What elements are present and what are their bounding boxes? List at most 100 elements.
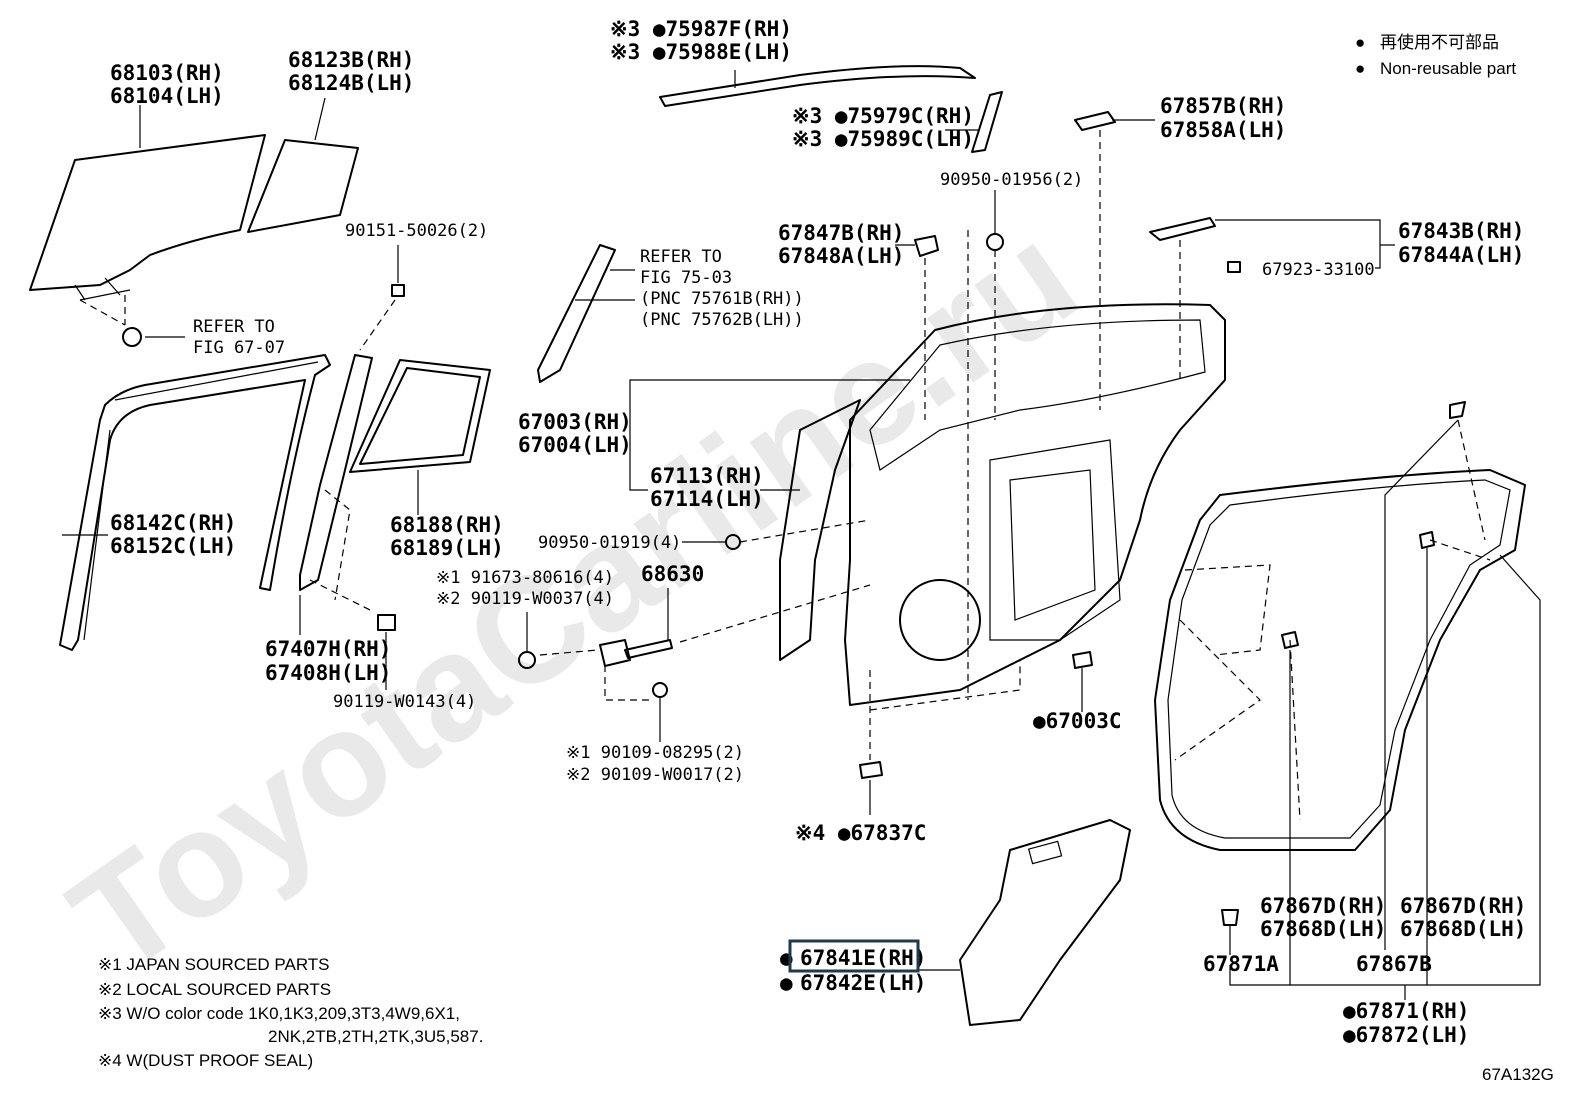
note-4: ※4 W(DUST PROOF SEAL): [98, 1051, 313, 1070]
label-refer-7503-a[interactable]: REFER TO: [640, 247, 722, 267]
label-67872[interactable]: ●67872(LH): [1343, 1023, 1469, 1047]
pillar-garnish-drawing: [537, 244, 616, 383]
label-67847b[interactable]: 67847B(RH): [778, 221, 904, 245]
label-90151[interactable]: 90151-50026(2): [345, 221, 488, 241]
legend-nonreusable-en: Non-reusable part: [1380, 59, 1516, 78]
door-glass-drawing: [29, 134, 266, 291]
door-panel-inner: [869, 319, 1206, 471]
label-67867d-b[interactable]: 67867D(RH): [1400, 894, 1526, 918]
label-68124b[interactable]: 68124B(LH): [288, 71, 414, 95]
label-67841e[interactable]: 67841E(RH): [800, 946, 926, 970]
part-labels: ※3 ●75987F(RH) ※3 ●75988E(LH) ※3 ●75979C…: [110, 17, 1526, 1047]
label-68123b[interactable]: 68123B(RH): [288, 48, 414, 72]
label-67867b[interactable]: 67867B: [1356, 952, 1432, 976]
clip-67867b: [1449, 401, 1466, 419]
label-68630[interactable]: 68630: [641, 562, 704, 586]
clip-67923: [1227, 261, 1241, 273]
label-75979c[interactable]: ※3 ●75979C(RH): [792, 104, 974, 128]
label-68142c[interactable]: 68142C(RH): [110, 511, 236, 535]
division-bar-dash: [309, 299, 396, 611]
door-glass-brackets: [74, 277, 131, 301]
label-68152c[interactable]: 68152C(LH): [110, 534, 236, 558]
weatherstrip-drawing: [1154, 469, 1526, 851]
label-67408h[interactable]: 67408H(LH): [265, 661, 391, 685]
label-90950-01919[interactable]: 90950-01919(4): [538, 533, 681, 553]
clip-67871a: [1221, 909, 1239, 926]
door-bottom-dash: [869, 660, 1021, 760]
bolt-90109: [652, 682, 668, 698]
label-90950-01956[interactable]: 90950-01956(2): [940, 170, 1083, 190]
label-67857b[interactable]: 67857B(RH): [1160, 94, 1286, 118]
weatherstrip-retainer-dash: [1174, 539, 1491, 821]
belt-molding-drawing: [659, 65, 976, 107]
door-check-drawing: [599, 639, 673, 667]
footnotes: ※1 JAPAN SOURCED PARTS ※2 LOCAL SOURCED …: [98, 955, 483, 1070]
label-67113[interactable]: 67113(RH): [650, 464, 764, 488]
label-75987f[interactable]: ※3 ●75987F(RH): [610, 17, 792, 41]
frame-bracket-drawing: [1074, 111, 1116, 131]
clip-67867b-dash: [1457, 419, 1486, 541]
label-67842e[interactable]: 67842E(LH): [800, 971, 926, 995]
label-90109-w0017[interactable]: ※2 90109-W0017(2): [566, 765, 744, 785]
pillar-molding-drawing: [971, 91, 1003, 153]
label-67871a[interactable]: 67871A: [1203, 952, 1279, 976]
glass-bolt: [122, 327, 142, 347]
leader-67867b: [1384, 419, 1459, 950]
seal-67837c-drawing: [859, 761, 883, 779]
label-67848a[interactable]: 67848A(LH): [778, 244, 904, 268]
note-3a: ※3 W/O color code 1K0,1K3,209,3T3,4W9,6X…: [98, 1004, 460, 1023]
rail-67843b-drawing: [1149, 217, 1216, 241]
label-67858a[interactable]: 67858A(LH): [1160, 118, 1286, 142]
label-67867d-a[interactable]: 67867D(RH): [1260, 894, 1386, 918]
bullet-67842e: ●: [780, 971, 793, 995]
label-refer-7503-b[interactable]: FIG 75-03: [640, 268, 732, 288]
label-refer-6707-b[interactable]: FIG 67-07: [193, 338, 285, 358]
door-outer-drawing: [779, 399, 861, 661]
weatherstrip-inner: [1167, 479, 1511, 839]
label-67407h[interactable]: 67407H(RH): [265, 637, 391, 661]
label-91673[interactable]: ※1 91673-80616(4): [436, 568, 614, 588]
legend-bullet-1: ●: [1355, 33, 1365, 52]
label-67114[interactable]: 67114(LH): [650, 487, 764, 511]
label-68104[interactable]: 68104(LH): [110, 84, 224, 108]
highlight-67841e: [788, 939, 920, 973]
label-67923[interactable]: 67923-33100: [1262, 260, 1375, 280]
label-67871[interactable]: ●67871(RH): [1343, 999, 1469, 1023]
door-panel-drawing: [844, 303, 1226, 706]
label-refer-7503-c[interactable]: (PNC 75761B(RH)): [640, 289, 804, 309]
label-67843b[interactable]: 67843B(RH): [1398, 219, 1524, 243]
division-bar-bolt-top: [391, 284, 405, 297]
label-68189[interactable]: 68189(LH): [390, 536, 504, 560]
quarter-weatherstrip-drawing: [349, 359, 491, 473]
leader-67003: [629, 379, 910, 491]
label-refer-7503-d[interactable]: (PNC 75762B(LH)): [640, 310, 804, 330]
label-90119-w0037[interactable]: ※2 90119-W0037(4): [436, 589, 614, 609]
label-75989c[interactable]: ※3 ●75989C(LH): [792, 127, 974, 151]
clip-67867d-b: [1419, 531, 1435, 549]
label-67868d-b[interactable]: 67868D(LH): [1400, 917, 1526, 941]
division-bar-bolt: [377, 614, 396, 631]
label-refer-6707-a[interactable]: REFER TO: [193, 317, 275, 337]
legend: ● 再使用不可部品 ● Non-reusable part: [1355, 32, 1516, 78]
legend-nonreusable-jp: 再使用不可部品: [1380, 32, 1499, 52]
glass-bolt-dash: [79, 295, 126, 326]
label-68188[interactable]: 68188(RH): [390, 513, 504, 537]
label-75988e[interactable]: ※3 ●75988E(LH): [610, 40, 792, 64]
note-3b: 2NK,2TB,2TH,2TK,3U5,587.: [268, 1027, 483, 1046]
label-67003[interactable]: 67003(RH): [518, 410, 632, 434]
label-90109-08295[interactable]: ※1 90109-08295(2): [566, 743, 744, 763]
label-67004[interactable]: 67004(LH): [518, 433, 632, 457]
leader-refer-7503: [575, 269, 635, 301]
hole-cover-tab: [1027, 840, 1063, 865]
label-90119-w0143[interactable]: 90119-W0143(4): [333, 692, 476, 712]
label-67844a[interactable]: 67844A(LH): [1398, 243, 1524, 267]
label-67868d-a[interactable]: 67868D(LH): [1260, 917, 1386, 941]
label-68103[interactable]: 68103(RH): [110, 61, 224, 85]
plug-67003c-drawing: [1072, 651, 1093, 669]
door-panel-regulator: [989, 439, 1121, 641]
leader-67843b: [1215, 219, 1395, 269]
clip-67867d-a: [1281, 631, 1299, 649]
label-67837c[interactable]: ※4 ●67837C: [795, 821, 926, 845]
label-67003c[interactable]: ●67003C: [1033, 709, 1122, 733]
